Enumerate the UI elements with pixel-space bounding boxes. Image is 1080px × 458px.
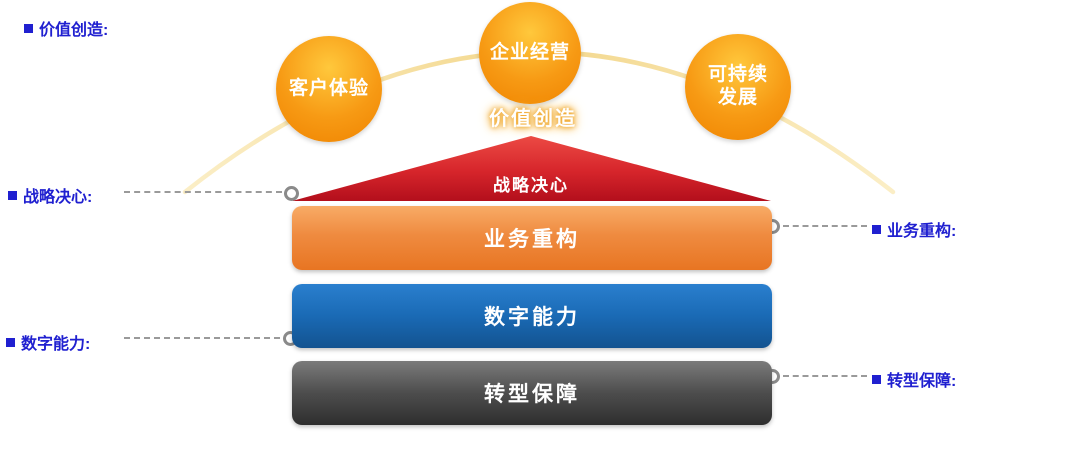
bullet-square-icon [6,337,15,347]
annotation-text: 价值创造: [39,22,109,39]
bar-label: 转型保障 [484,383,580,406]
marker-roof-left [284,186,299,201]
annotation-text: 转型保障: [887,373,957,390]
circle-label: 客户体验 [288,77,369,99]
circle-sustainable-development: 可持续 发展 [685,34,791,140]
annotation-strategy: 战略决心: [8,183,92,207]
connector-business [783,225,867,227]
roof-label: 战略决心 [493,176,569,195]
roof-triangle [292,136,771,201]
bullet-square-icon [872,224,881,234]
bullet-square-icon [8,190,17,200]
circle-customer-experience: 客户体验 [276,36,382,142]
bullet-square-icon [24,23,33,33]
connector-digital [124,337,280,339]
annotation-business: 业务重构: [872,217,956,241]
bar-label: 业务重构 [484,228,580,251]
circle-enterprise-operation: 企业经营 [479,2,581,104]
connector-strategy [124,191,282,193]
annotation-guarantee: 转型保障: [872,367,956,391]
annotation-digital: 数字能力: [6,330,90,354]
circle-label: 可持续 发展 [707,64,768,108]
bullet-square-icon [872,374,881,384]
bar-label: 数字能力 [484,306,580,329]
annotation-value-creation: 价值创造: [24,16,108,40]
bar-business-restructuring: 业务重构 [292,206,772,270]
bar-digital-capability: 数字能力 [292,284,772,348]
value-creation-text: 价值创造 [489,108,577,130]
connector-guarantee [783,375,867,377]
annotation-text: 战略决心: [23,189,93,206]
bar-transformation-guarantee: 转型保障 [292,361,772,425]
circle-label: 企业经营 [489,41,570,63]
annotation-text: 业务重构: [887,223,957,240]
annotation-text: 数字能力: [21,336,91,353]
